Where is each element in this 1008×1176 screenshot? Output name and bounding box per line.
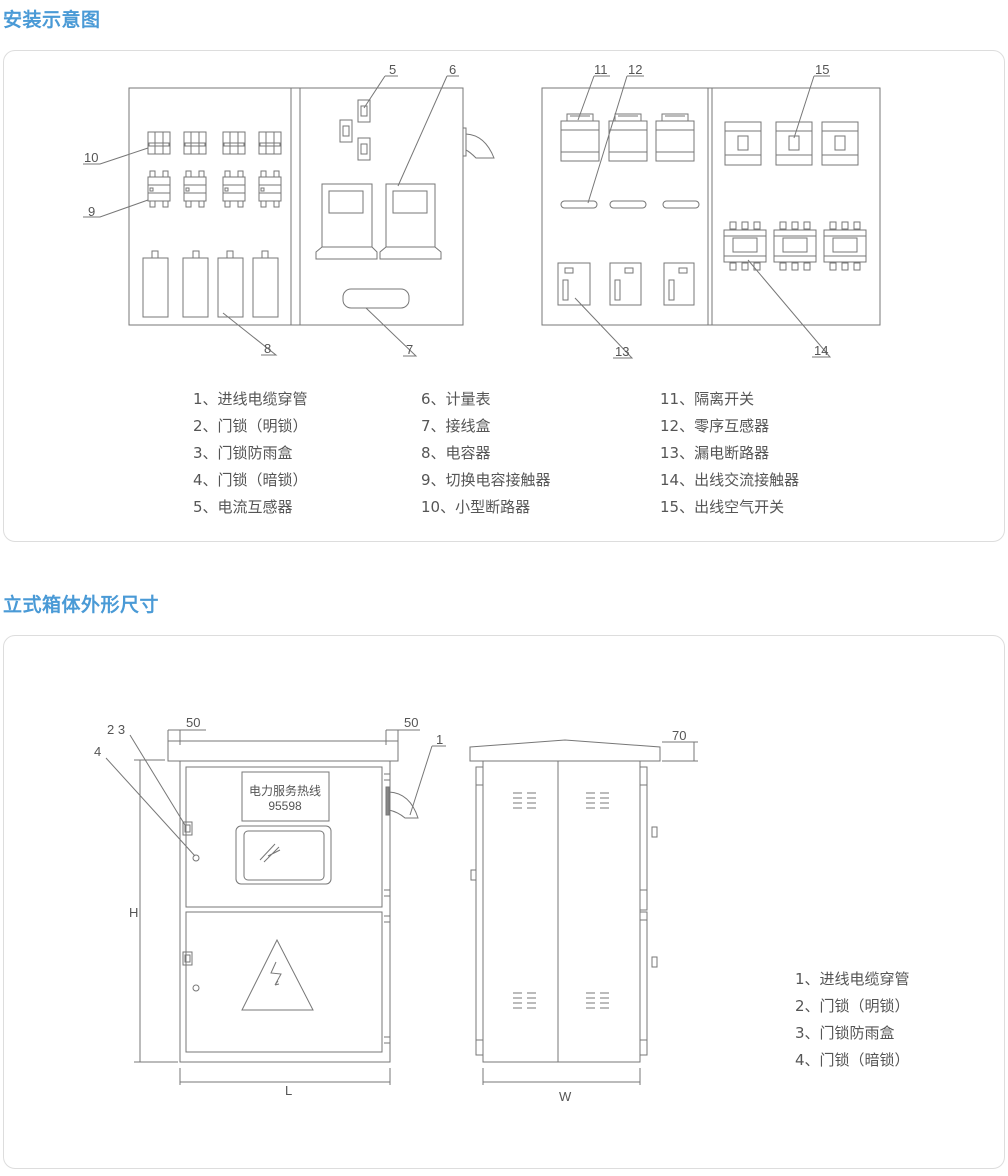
door-lock-rainproof-box [182, 821, 193, 836]
legend-item: 9、切换电容接触器 [421, 471, 551, 489]
callout-12: 12 [628, 62, 642, 77]
legend-item: 10、小型断路器 [421, 498, 531, 516]
callout-8: 8 [264, 341, 271, 356]
legend-column-1: 1、进线电缆穿管 2、门锁（明锁） 3、门锁防雨盒 4、门锁（暗锁） 5、电流互… [193, 386, 308, 521]
dim-height: H [129, 905, 138, 920]
outgoing-air-switches [724, 121, 859, 166]
section-title-installation: 安装示意图 [3, 9, 101, 31]
service-hotline-sign [241, 771, 330, 822]
callout-4: 4 [94, 744, 101, 759]
dimensions-diagram-panel [3, 635, 1005, 1169]
legend-item: 1、进线电缆穿管 [193, 390, 308, 408]
incoming-cable-conduit [462, 127, 495, 159]
callout-2-3: 2 3 [107, 722, 125, 737]
warning-triangle [241, 938, 314, 1011]
capacitors [142, 250, 279, 318]
cable-conduit [388, 791, 419, 819]
side-view [469, 739, 698, 1085]
legend-item: 2、门锁（明锁） [193, 417, 308, 435]
hinges [384, 773, 390, 1044]
outgoing-contactors [723, 221, 867, 271]
energy-meters [315, 183, 442, 260]
legend-dimensions: 1、进线电缆穿管 2、门锁（明锁） 3、门锁防雨盒 4、门锁（暗锁） [795, 966, 910, 1074]
dim-roof-height: 70 [672, 728, 686, 743]
legend-column-3: 11、隔离开关 12、零序互感器 13、漏电断路器 14、出线交流接触器 15、… [660, 386, 799, 521]
legend-item: 6、计量表 [421, 390, 491, 408]
lightning-icon [270, 961, 282, 986]
legend-item: 3、门锁防雨盒 [795, 1024, 895, 1042]
residual-current-breakers [557, 262, 695, 306]
legend-item: 7、接线盒 [421, 417, 491, 435]
legend-item: 12、零序互感器 [660, 417, 770, 435]
dim-length: L [285, 1083, 292, 1098]
dim-right-overhang: 50 [404, 715, 418, 730]
cabinet-left-panel [83, 75, 495, 357]
legend-item: 4、门锁（暗锁） [795, 1051, 910, 1069]
front-view [105, 729, 446, 1085]
callout-5: 5 [389, 62, 396, 77]
legend-item: 11、隔离开关 [660, 390, 755, 408]
callout-13: 13 [615, 344, 629, 359]
legend-item: 15、出线空气开关 [660, 498, 785, 516]
legend-item: 1、进线电缆穿管 [795, 970, 910, 988]
dim-left-overhang: 50 [186, 715, 200, 730]
legend-column-2: 6、计量表 7、接线盒 8、电容器 9、切换电容接触器 10、小型断路器 [421, 386, 551, 521]
hidden-lock [192, 854, 200, 862]
callout-15: 15 [815, 62, 829, 77]
miniature-breakers [147, 131, 282, 155]
junction-box [342, 288, 410, 309]
sign-line-2: 95598 [268, 799, 302, 813]
legend-item: 5、电流互感器 [193, 498, 293, 516]
legend-item: 14、出线交流接触器 [660, 471, 800, 489]
callout-7: 7 [406, 342, 413, 357]
meter-window [243, 830, 325, 881]
capacitor-contactors [147, 170, 282, 208]
legend-item: 2、门锁（明锁） [795, 997, 910, 1015]
legend-item: 13、漏电断路器 [660, 444, 770, 462]
callout-9: 9 [88, 204, 95, 219]
sign-line-1: 电力服务热线 [249, 783, 321, 798]
zero-sequence-transformers [560, 200, 700, 209]
legend-item: 4、门锁（暗锁） [193, 471, 308, 489]
callout-14: 14 [814, 343, 828, 358]
callout-11: 11 [594, 62, 608, 77]
callout-1: 1 [436, 732, 443, 747]
section-title-dimensions: 立式箱体外形尺寸 [3, 594, 160, 616]
current-transformers [339, 99, 371, 161]
cabinet-right-panel [541, 75, 881, 359]
legend-item: 3、门锁防雨盒 [193, 444, 293, 462]
isolating-switches [560, 113, 695, 162]
callout-6: 6 [449, 62, 456, 77]
callout-10: 10 [84, 150, 98, 165]
dim-width: W [559, 1089, 572, 1104]
legend-item: 8、电容器 [421, 444, 491, 462]
